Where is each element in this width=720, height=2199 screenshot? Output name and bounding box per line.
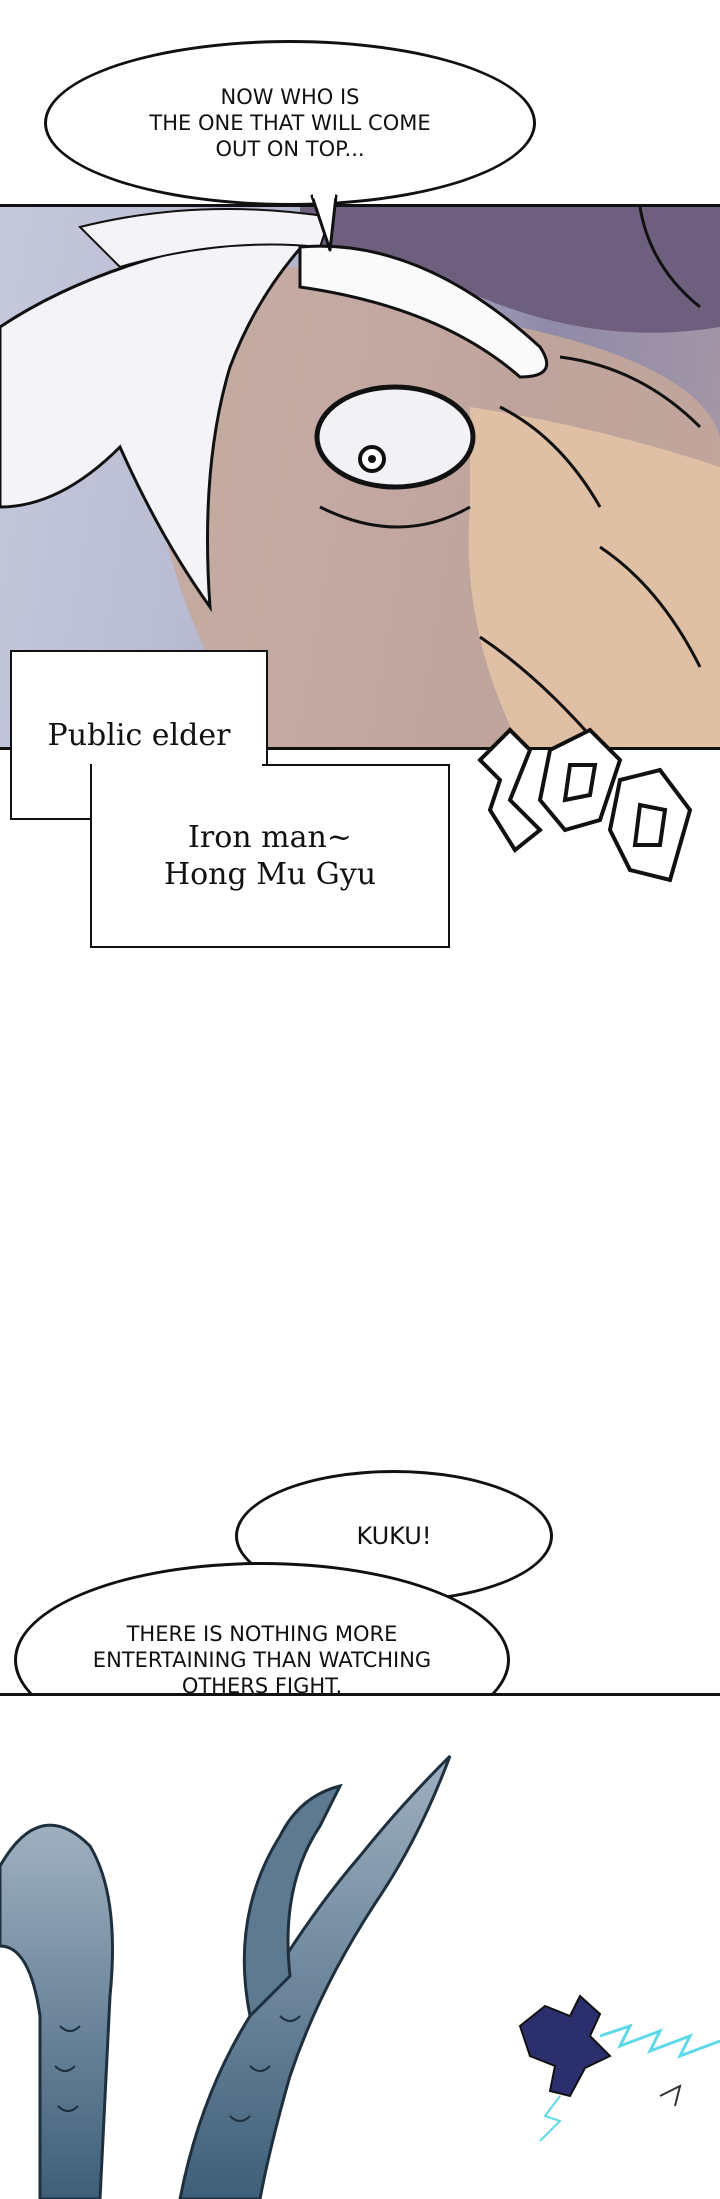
sound-effect-shatter	[477, 727, 693, 883]
panel-dragon	[0, 1693, 720, 2199]
speech-bubble-top-tail	[310, 190, 338, 252]
caption-name-line-1: Iron man~	[188, 819, 352, 855]
speech-line-1: NOW WHO IS	[220, 84, 360, 109]
caption-overlap-mask	[92, 764, 262, 814]
dragon-scales	[54, 2015, 301, 2122]
wrinkle-4	[599, 545, 702, 668]
cheek-highlight	[468, 407, 720, 747]
speech-line-3: OUT ON TOP...	[215, 137, 365, 162]
speech-bubble-top-text: NOW WHO IS THE ONE THAT WILL COME OUT ON…	[149, 84, 430, 163]
hat-shadow	[300, 207, 720, 333]
caption-title-text: Public elder	[47, 717, 231, 753]
wrinkle-1	[499, 405, 602, 508]
elder-face-illustration	[0, 207, 720, 747]
speech-bubble-bottom-text: THERE IS NOTHING MORE ENTERTAINING THAN …	[93, 1621, 431, 1700]
fighter-figure	[518, 1994, 612, 2098]
eyebrow	[298, 244, 549, 379]
speech-bottom-line-2: ENTERTAINING THAN WATCHING	[92, 1647, 432, 1672]
wrinkle-3	[319, 505, 471, 529]
eye-white	[314, 384, 476, 490]
speech-bubble-top: NOW WHO IS THE ONE THAT WILL COME OUT ON…	[44, 40, 536, 206]
wrinkle-2	[559, 355, 702, 429]
debris	[659, 2084, 682, 2107]
wrinkle-6	[638, 207, 701, 309]
lightning-effect	[599, 2023, 720, 2059]
caption-name-line-2: Hong Mu Gyu	[163, 857, 377, 892]
pupil-dot	[368, 455, 376, 463]
dragon-illustration	[0, 1754, 720, 2199]
dragon-body	[0, 1823, 114, 2199]
speech-line-2: THE ONE THAT WILL COME	[149, 110, 431, 135]
dragon-tail	[178, 1754, 452, 2199]
speech-kuku-text: KUKU!	[356, 1522, 432, 1550]
panel-elder-closeup	[0, 204, 720, 750]
dragon-spine	[242, 1783, 343, 2020]
speech-bottom-line-1: THERE IS NOTHING MORE	[126, 1621, 398, 1646]
lightning-effect-2	[539, 2095, 562, 2142]
